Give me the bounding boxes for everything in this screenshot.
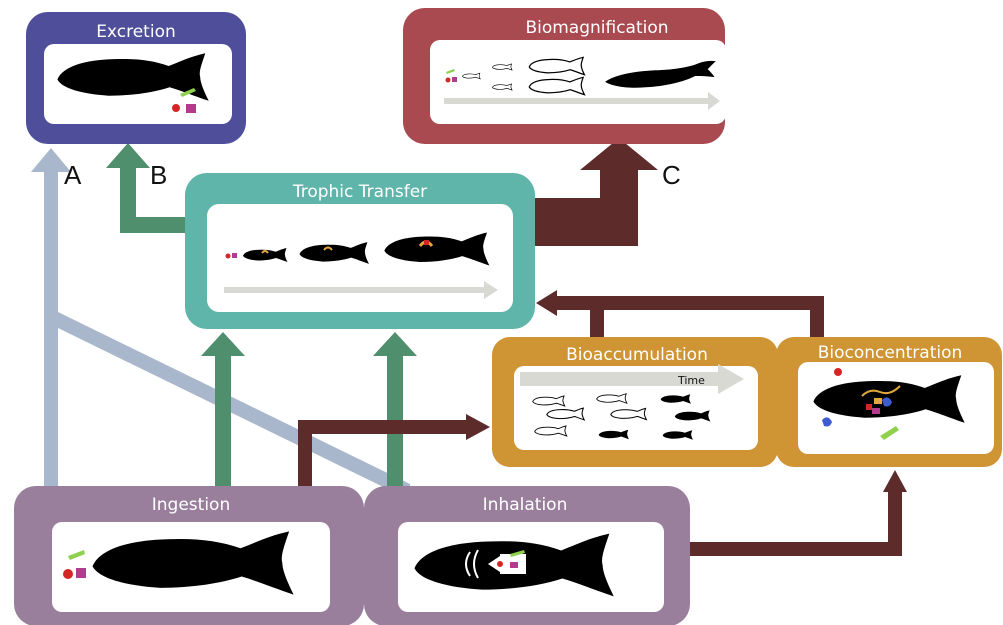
- bioaccumulation-title: Bioaccumulation: [566, 345, 708, 365]
- arrow-b: [106, 143, 190, 233]
- inhalation-box: Inhalation: [364, 486, 690, 625]
- arrow-bio-to-trophic: [536, 290, 824, 342]
- trophic-transfer-box: Trophic Transfer: [185, 173, 535, 329]
- path-label-c: C: [662, 160, 681, 190]
- biomagnification-title: Biomagnification: [525, 18, 668, 38]
- arrow-c: [530, 138, 658, 246]
- bioaccumulation-box: Bioaccumulation Time: [492, 337, 778, 467]
- path-label-a: A: [64, 160, 82, 190]
- ingestion-box: Ingestion: [14, 486, 364, 625]
- excretion-title: Excretion: [96, 22, 176, 42]
- bioconcentration-box: Bioconcentration: [776, 337, 1002, 467]
- trophic-transfer-title: Trophic Transfer: [292, 182, 427, 202]
- inhalation-title: Inhalation: [483, 495, 568, 515]
- bioconcentration-title: Bioconcentration: [818, 343, 963, 363]
- arrow-inhalation-to-bioconcentration: [688, 470, 907, 556]
- excretion-box: Excretion: [26, 12, 246, 144]
- path-label-b: B: [150, 160, 167, 190]
- time-label: Time: [677, 374, 705, 387]
- ingestion-title: Ingestion: [152, 495, 230, 515]
- biomagnification-box: Biomagnification: [403, 8, 726, 144]
